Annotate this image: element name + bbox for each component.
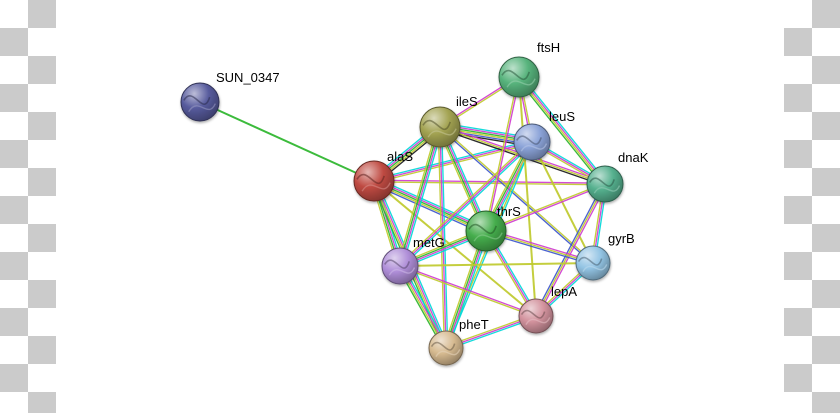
protein-structure-texture <box>506 78 536 88</box>
protein-structure-texture <box>593 185 621 194</box>
node-pheT[interactable] <box>428 330 464 366</box>
protein-structure-texture <box>435 349 461 358</box>
protein-structure-texture <box>183 95 211 105</box>
transparency-checkerboard-right <box>784 0 840 413</box>
protein-structure-texture <box>468 223 497 235</box>
protein-structure-texture <box>384 259 410 269</box>
node-label-pheT: pheT <box>459 317 489 332</box>
node-SUN_0347[interactable] <box>180 82 220 122</box>
node-ileS[interactable] <box>419 106 461 148</box>
node-label-thrS: thrS <box>497 204 521 219</box>
protein-structure-texture <box>473 232 503 242</box>
protein-structure-texture <box>388 267 416 276</box>
protein-structure-texture <box>427 128 457 138</box>
protein-structure-texture <box>525 317 551 326</box>
edge-ftsH-dnaK[interactable] <box>516 74 608 187</box>
protein-structure-texture <box>430 341 456 351</box>
node-gyrB[interactable] <box>575 245 611 281</box>
edge-ftsH-lepA[interactable] <box>518 76 537 317</box>
node-alaS[interactable] <box>353 160 395 202</box>
edge-SUN_0347-alaS[interactable] <box>199 101 375 182</box>
node-label-metG: metG <box>413 235 445 250</box>
node-layer <box>180 56 624 366</box>
edge-alaS-lepA[interactable] <box>373 180 537 317</box>
node-label-lepA: lepA <box>551 284 577 299</box>
node-label-alaS: alaS <box>387 149 413 164</box>
node-thrS[interactable] <box>465 210 507 252</box>
node-label-leuS: leuS <box>549 109 575 124</box>
edge-dnaK-thrS[interactable] <box>485 182 606 233</box>
edge-dnaK-lepA[interactable] <box>533 182 608 318</box>
node-leuS[interactable] <box>513 123 551 161</box>
node-lepA[interactable] <box>518 298 554 334</box>
edge-ileS-metG[interactable] <box>396 126 444 267</box>
protein-structure-texture <box>422 119 451 131</box>
node-label-SUN_0347: SUN_0347 <box>216 70 280 85</box>
edge-leuS-gyrB[interactable] <box>531 141 594 264</box>
edge-ileS-pheT[interactable] <box>437 126 449 349</box>
edge-metG-gyrB[interactable] <box>399 262 594 267</box>
label-layer: SUN_0347 ftsH ileS leuS dnaK alaS thrS gyrB metG… <box>216 40 649 332</box>
node-ftsH[interactable] <box>498 56 540 98</box>
protein-structure-texture <box>520 309 546 319</box>
edge-leuS-metG[interactable] <box>398 140 534 268</box>
node-label-gyrB: gyrB <box>608 231 635 246</box>
protein-structure-texture <box>516 135 542 145</box>
protein-structure-texture <box>361 182 391 192</box>
node-metG[interactable] <box>381 247 419 285</box>
node-dnaK[interactable] <box>586 165 624 203</box>
edge-ileS-gyrB[interactable] <box>438 125 595 265</box>
node-label-ftsH: ftsH <box>537 40 560 55</box>
edge-metG-lepA[interactable] <box>399 264 537 318</box>
protein-structure-texture <box>582 264 608 273</box>
transparency-checkerboard-left <box>0 0 56 413</box>
protein-structure-texture <box>589 177 615 187</box>
protein-structure-texture <box>520 143 548 152</box>
protein-structure-texture <box>577 256 603 266</box>
node-label-ileS: ileS <box>456 94 478 109</box>
protein-structure-texture <box>188 103 216 113</box>
node-label-dnaK: dnaK <box>618 150 649 165</box>
edge-ftsH-thrS[interactable] <box>484 76 521 232</box>
protein-structure-texture <box>501 69 530 81</box>
protein-structure-texture <box>356 173 385 185</box>
